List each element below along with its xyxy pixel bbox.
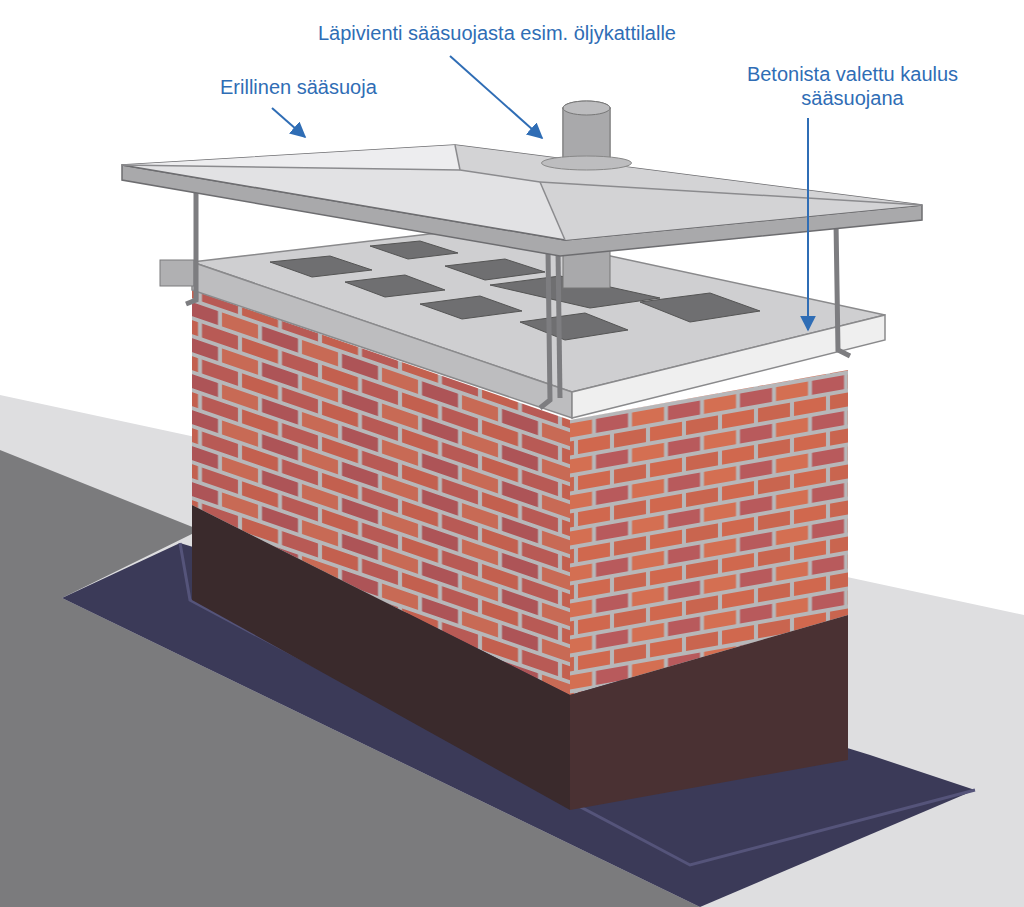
callout-label: Erillinen sääsuoja	[220, 75, 377, 99]
chimney-base-left	[192, 505, 570, 810]
callout-label: Läpivienti sääsuojasta esim. öljykattila…	[318, 21, 676, 45]
callout-label: Betonista valettu kaulus sääsuojana	[745, 62, 960, 110]
chimney-base-right	[570, 615, 848, 810]
flue-openings	[270, 241, 760, 340]
weather-cap	[122, 101, 922, 256]
